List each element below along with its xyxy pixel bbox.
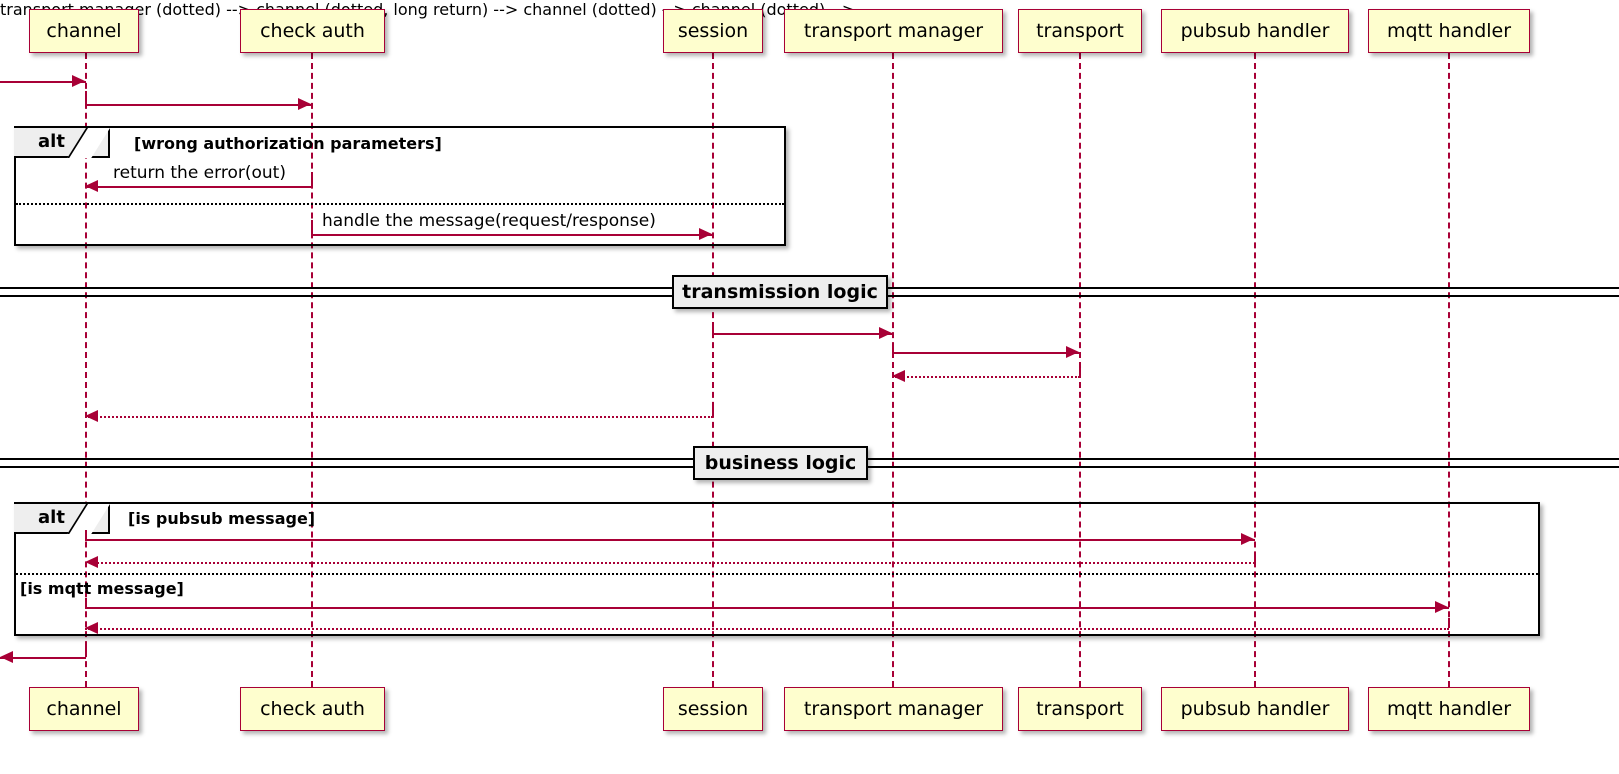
arrowhead-left [85,180,98,192]
arrowhead-right [879,327,892,339]
participant-label: channel [46,697,122,720]
participant-label: channel [46,19,122,42]
message-transport-manager-to-transport [892,352,1080,354]
message-transport-to-transport-manager [892,376,1080,378]
alt-group-message-routing [14,502,1540,636]
message-label-handle-message: handle the message(request/response) [322,211,656,231]
alt-group-tab: alt [14,128,110,158]
participant-label: pubsub handler [1180,697,1330,720]
message-stub [712,322,714,333]
lifeline-pubsub-handler [1254,53,1256,687]
participant-label: mqtt handler [1386,19,1512,42]
message-stub [85,91,87,104]
message-stub [85,647,87,657]
arrowhead-left [85,622,98,634]
message-check-auth-to-session [311,234,713,236]
divider-line-left2 [0,295,680,297]
participant-footer-transport-manager[interactable]: transport manager [784,687,1003,731]
message-session-to-channel-return [85,416,713,418]
participant-pubsub-handler[interactable]: pubsub handler [1161,9,1349,53]
arrowhead-right [1241,533,1254,545]
alt-group-tab-label: alt [38,131,65,152]
participant-label: transport manager [803,697,984,720]
divider-line-right [862,458,1619,460]
alt-group-authorization [14,126,786,246]
message-pubsub-handler-to-channel [85,562,1255,564]
participant-label: check auth [260,697,365,720]
participant-footer-pubsub-handler[interactable]: pubsub handler [1161,687,1349,731]
arrowhead-right [72,75,85,87]
participant-transport-manager[interactable]: transport manager [784,9,1003,53]
participant-session[interactable]: session [663,9,763,53]
lifeline-session [712,53,714,687]
message-label-return-error: return the error(out) [113,163,286,183]
participant-footer-channel[interactable]: channel [29,687,139,731]
arrowhead-right [699,228,712,240]
participant-footer-check-auth[interactable]: check auth [240,687,385,731]
alt-condition-label-pubsub: [is pubsub message] [128,509,316,528]
alt-else-separator [16,573,1538,575]
message-incoming-to-channel [0,81,86,83]
divider-label: transmission logic [682,280,878,303]
participant-transport[interactable]: transport [1018,9,1142,53]
message-stub [311,220,313,234]
participant-footer-session[interactable]: session [663,687,763,731]
participant-label: transport manager [803,19,984,42]
message-channel-to-pubsub-handler [85,539,1255,541]
message-channel-to-check-auth [85,104,312,106]
divider-line-right2 [862,466,1619,468]
participant-label: session [677,19,749,42]
alt-condition-label-mqtt: [is mqtt message] [20,579,184,598]
message-stub [85,530,87,539]
lifeline-check-auth [311,53,313,687]
participant-footer-mqtt-handler[interactable]: mqtt handler [1368,687,1530,731]
message-stub [1254,552,1256,562]
participant-label: pubsub handler [1180,19,1330,42]
arrowhead-left [85,556,98,568]
alt-group-tab: alt [14,504,110,534]
arrowhead-right [1066,346,1079,358]
divider-line-left [0,458,700,460]
arrowhead-right [298,98,311,110]
participant-label: session [677,697,749,720]
divider-label: business logic [704,451,857,474]
alt-group-tab-notch [67,128,110,158]
message-stub [892,343,894,352]
lifeline-mqtt-handler [1448,53,1450,687]
arrowhead-right [1435,601,1448,613]
participant-check-auth[interactable]: check auth [240,9,385,53]
participant-label: check auth [260,19,365,42]
arrowhead-left [0,651,13,663]
divider-line-right2 [880,295,1619,297]
participant-label: mqtt handler [1386,697,1512,720]
alt-else-separator [16,203,784,205]
participant-channel[interactable]: channel [29,9,139,53]
participant-mqtt-handler[interactable]: mqtt handler [1368,9,1530,53]
divider-line-left2 [0,466,700,468]
arrowhead-left [85,410,98,422]
divider-line-right [880,287,1619,289]
message-channel-to-outside [0,657,86,659]
participant-label: transport [1036,19,1124,42]
participant-label: transport [1036,697,1124,720]
message-channel-to-mqtt-handler [85,607,1449,609]
divider-business-logic: business logic [693,446,868,480]
alt-condition-label: [wrong authorization parameters] [134,134,442,153]
message-stub [1079,366,1081,376]
arrowhead-left [892,370,905,382]
divider-line-left [0,287,680,289]
message-stub [311,172,313,186]
divider-transmission-logic: transmission logic [672,275,888,309]
alt-group-tab-label: alt [38,507,65,528]
message-stub [1448,618,1450,628]
alt-group-tab-notch [67,504,110,534]
message-check-auth-to-channel [85,186,312,188]
message-stub [712,404,714,416]
message-stub [85,598,87,607]
participant-footer-transport[interactable]: transport [1018,687,1142,731]
lifeline-channel [85,53,87,687]
message-mqtt-handler-to-channel [85,628,1449,630]
message-session-to-transport-manager [712,333,893,335]
